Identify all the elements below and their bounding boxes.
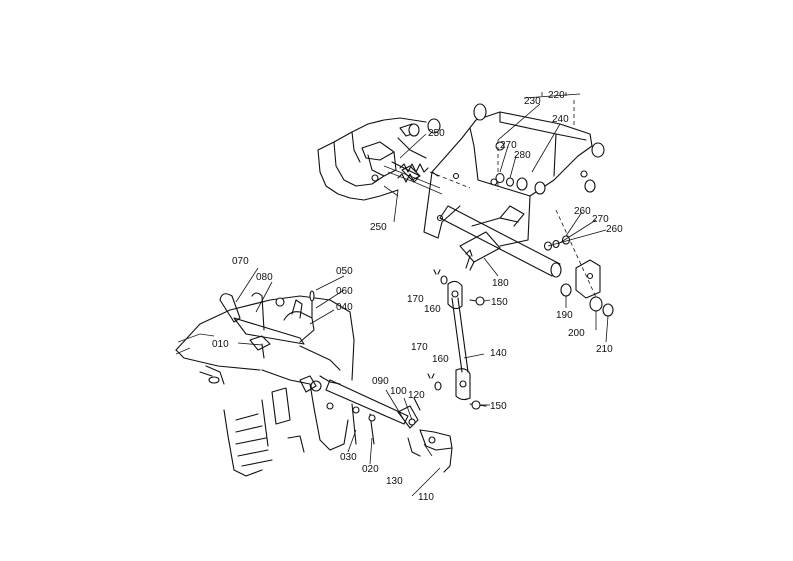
part-label-020: 020: [362, 464, 379, 475]
part-label-170-bottom: 170: [411, 342, 428, 353]
part-label-140: 140: [490, 348, 507, 359]
hardware-right: [495, 172, 614, 317]
part-label-060: 060: [336, 286, 353, 297]
frame-top-section: [317, 117, 443, 201]
part-label-110: 110: [418, 492, 434, 503]
part-label-030: 030: [340, 452, 357, 463]
part-label-230: 230: [524, 96, 541, 107]
part-label-250-bottom: 250: [370, 222, 387, 233]
part-label-120: 120: [408, 390, 425, 401]
part-label-190: 190: [556, 310, 573, 321]
part-label-010: 010: [212, 339, 229, 350]
part-label-170-top: 170: [407, 294, 424, 305]
part-label-100: 100: [390, 386, 407, 397]
transmission-housing: [175, 295, 355, 477]
part-label-090: 090: [372, 376, 389, 387]
part-label-150-top: 150: [491, 297, 508, 308]
bracket-plate: [408, 103, 605, 307]
cross-shaft-180: [439, 205, 601, 299]
part-label-150-bottom: 150: [490, 401, 507, 412]
part-label-270-top: 270: [500, 140, 517, 151]
part-label-260-b: 260: [606, 224, 623, 235]
part-label-200: 200: [568, 328, 585, 339]
part-label-280-top: 280: [514, 150, 531, 161]
part-label-260-a: 260: [574, 206, 591, 217]
part-label-160-bottom: 160: [432, 354, 449, 365]
part-label-220: 220: [548, 90, 565, 101]
part-label-270-b: 270: [592, 214, 609, 225]
part-label-160-top: 160: [424, 304, 441, 315]
lower-lever-assembly: [299, 375, 453, 473]
part-label-180: 180: [492, 278, 509, 289]
part-label-130: 130: [386, 476, 403, 487]
part-label-040: 040: [336, 302, 353, 313]
part-label-240: 240: [552, 114, 569, 125]
callout-labels: 220 230 240 270 280 250 250 260 270 260 …: [212, 90, 623, 503]
part-label-250-top: 250: [428, 128, 445, 139]
part-label-080: 080: [256, 272, 273, 283]
part-label-070: 070: [232, 256, 249, 267]
part-label-210: 210: [596, 344, 613, 355]
connecting-rod-140: [427, 249, 487, 410]
shift-fork-assembly: [219, 290, 341, 385]
part-label-050: 050: [336, 266, 353, 277]
